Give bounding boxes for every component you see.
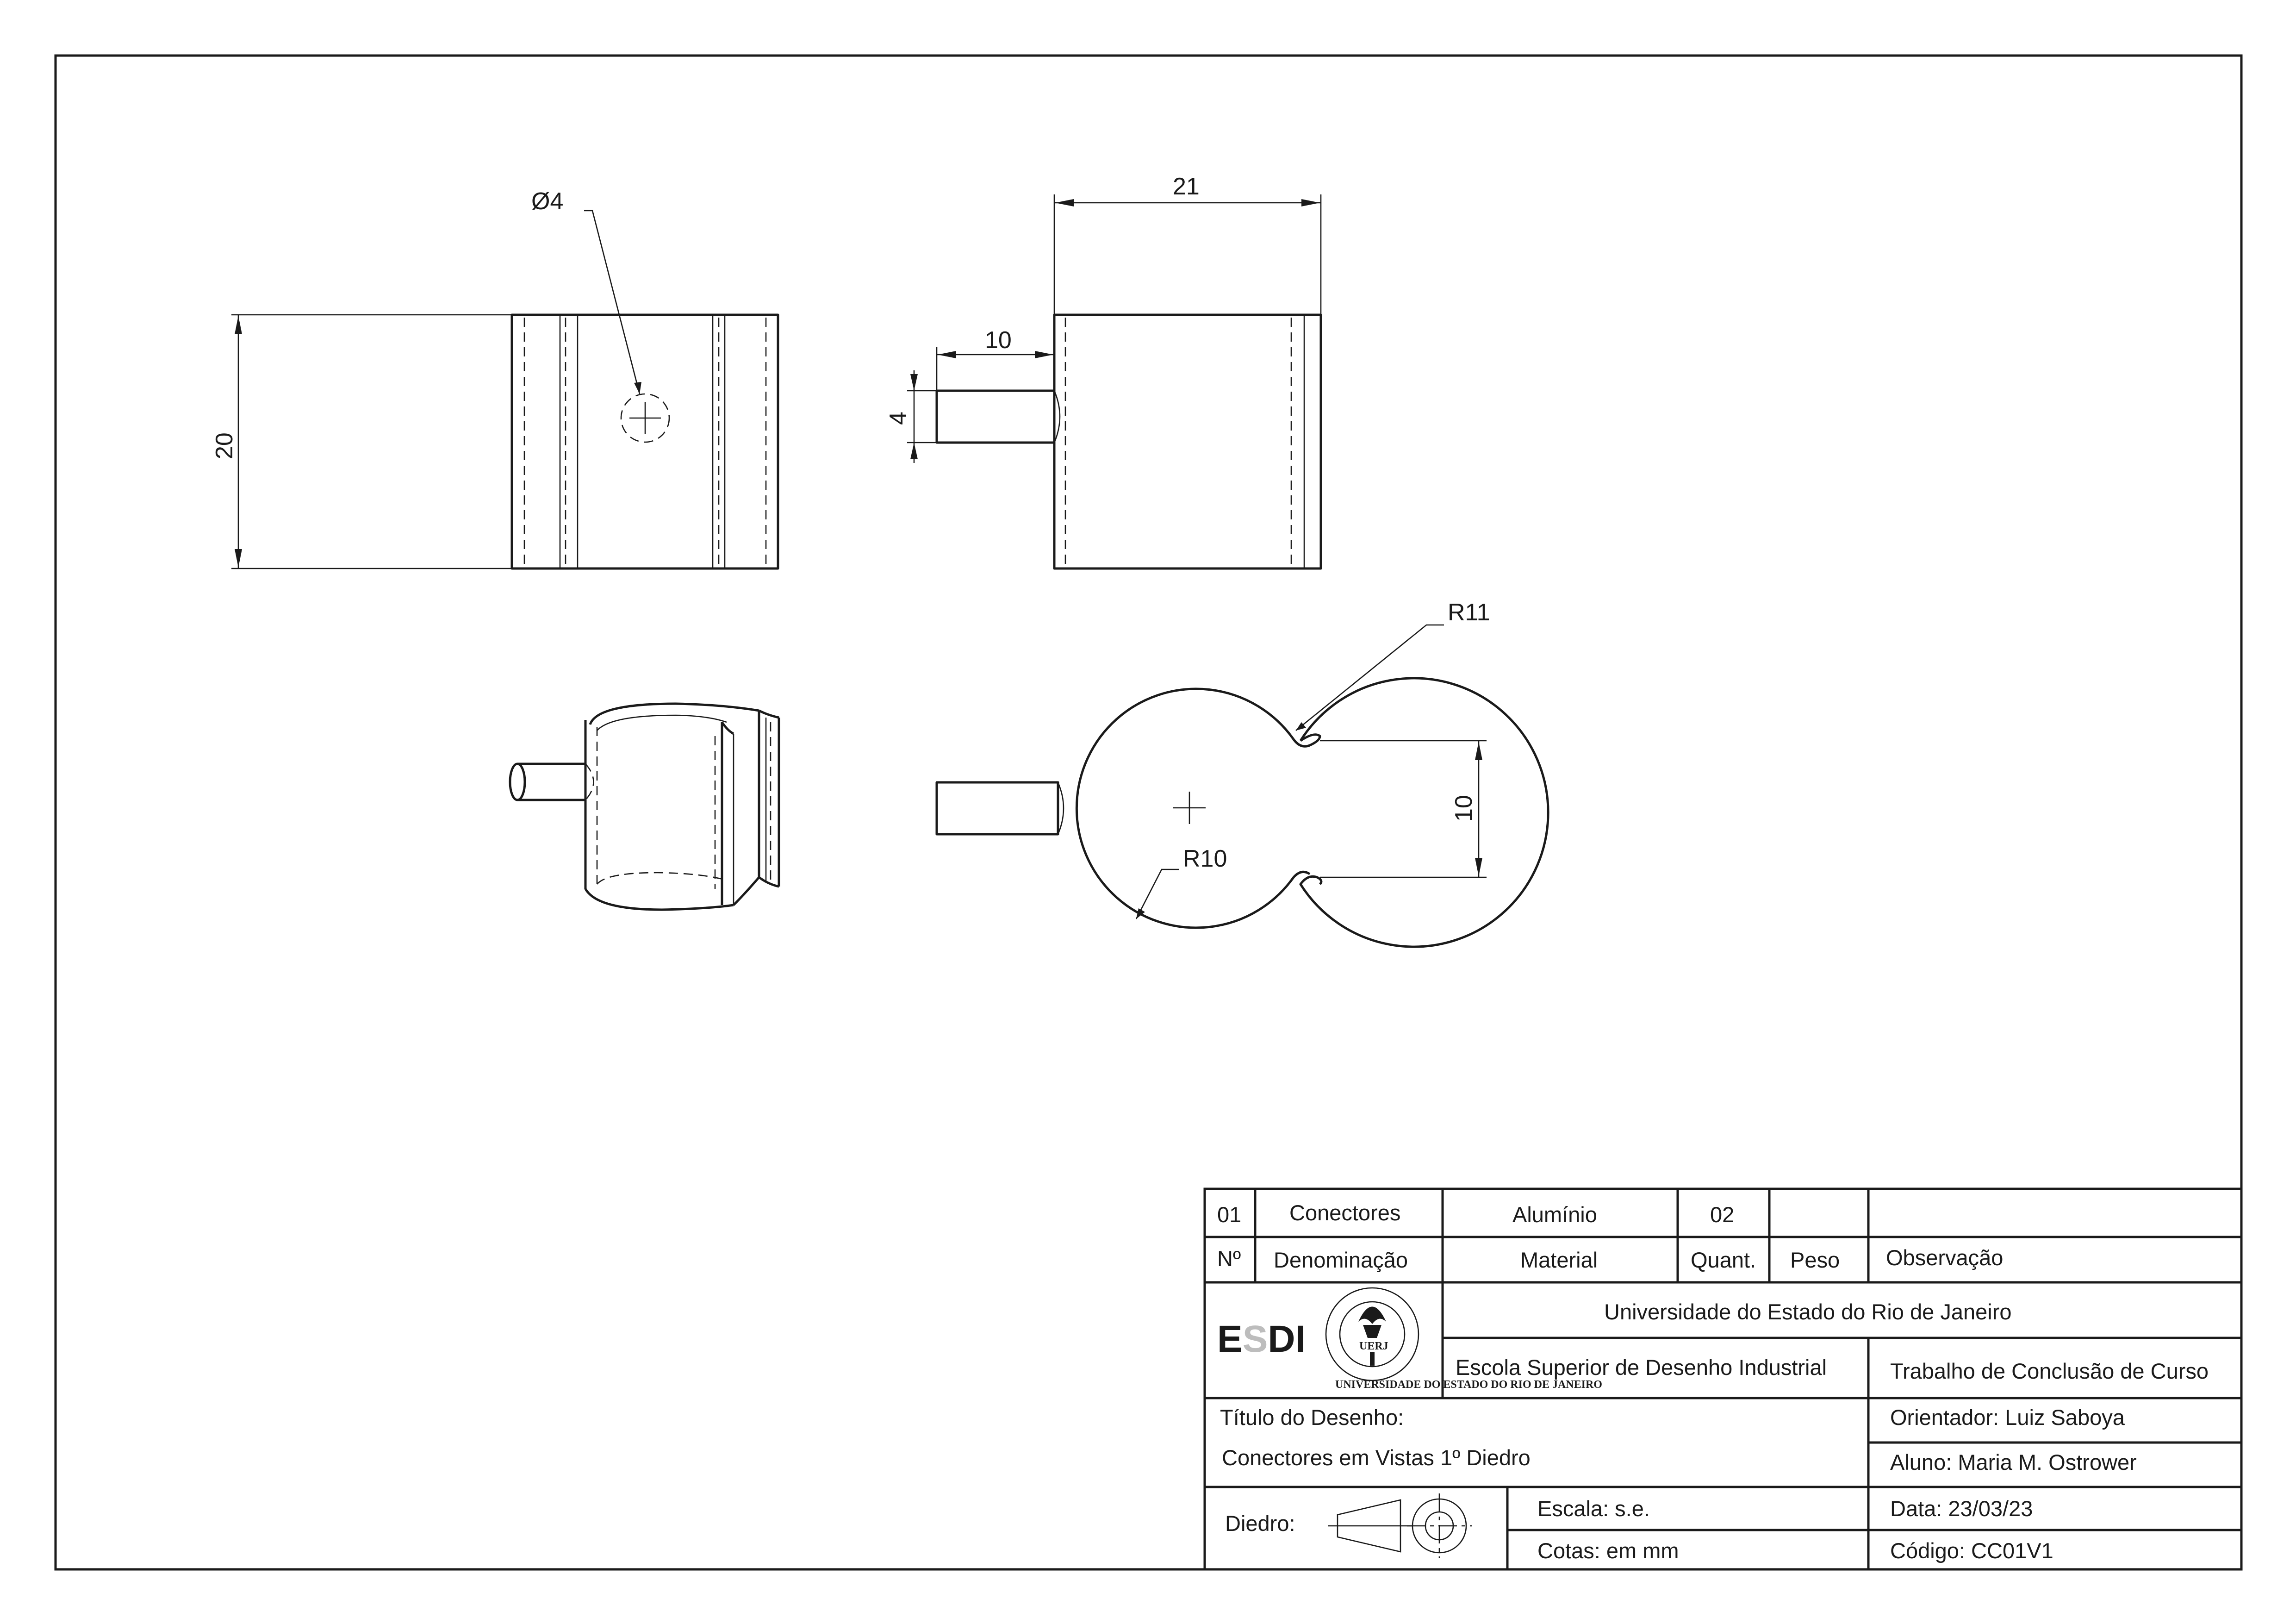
sheet-border (54, 54, 2243, 1571)
header-number: Nº (1217, 1246, 1241, 1271)
header-name: Denominação (1274, 1248, 1408, 1272)
advisor: Orientador: Luiz Saboya (1890, 1405, 2125, 1430)
dim-pin-diameter-4: 4 (885, 412, 912, 425)
student: Aluno: Maria M. Ostrower (1890, 1450, 2137, 1474)
side-pin (935, 389, 1056, 444)
isometric-view (509, 702, 780, 911)
side-view: 21 10 4 (885, 173, 1322, 570)
school-name: Escola Superior de Desenho Industrial (1456, 1355, 1827, 1380)
dim-radius-11: R11 (1448, 599, 1490, 626)
title-block: 01 Conectores Alumínio 02 Nº Denominação… (1203, 1187, 2243, 1571)
top-view: 10 R11 R10 (935, 599, 1549, 948)
dim-pin-length-10: 10 (985, 327, 1012, 354)
ring-inner (1075, 687, 1295, 929)
side-view-outline (1053, 313, 1322, 570)
first-angle-projection-symbol (1328, 1493, 1472, 1558)
header-quantity: Quant. (1691, 1248, 1756, 1272)
university-name: Universidade do Estado do Rio de Janeiro (1604, 1299, 2012, 1324)
dim-radius-10: R10 (1183, 845, 1227, 872)
svg-text:UERJ: UERJ (1359, 1340, 1388, 1352)
header-weight: Peso (1790, 1248, 1840, 1272)
part-number: 01 (1217, 1202, 1241, 1227)
svg-text:ESDI: ESDI (1217, 1318, 1306, 1360)
drawing-code: Código: CC01V1 (1890, 1538, 2053, 1563)
front-view: Ø4 20 (211, 188, 779, 570)
part-quantity: 02 (1710, 1202, 1734, 1227)
ring-outer (1299, 677, 1549, 948)
part-name: Conectores (1289, 1200, 1400, 1225)
front-view-outline (510, 313, 779, 570)
course-name: Trabalho de Conclusão de Curso (1890, 1359, 2209, 1383)
date: Data: 23/03/23 (1890, 1496, 2033, 1521)
dim-height-20: 20 (211, 432, 238, 459)
scale: Escala: s.e. (1537, 1496, 1650, 1521)
header-material: Material (1520, 1248, 1598, 1272)
drawing-title: Conectores em Vistas 1º Diedro (1222, 1445, 1531, 1470)
dihedral-label: Diedro: (1225, 1511, 1295, 1536)
pin-hole-circle (620, 393, 670, 443)
svg-text:UNIVERSIDADE DO ESTADO DO RIO: UNIVERSIDADE DO ESTADO DO RIO DE JANEIRO (1335, 1379, 1602, 1391)
dim-gap-10: 10 (1450, 795, 1477, 822)
dim-hole-diameter: Ø4 (531, 188, 563, 215)
units: Cotas: em mm (1537, 1538, 1679, 1563)
esdi-logo: ESDI (1217, 1318, 1306, 1360)
drawing-title-label: Título do Desenho: (1220, 1405, 1404, 1430)
top-pin (935, 781, 1059, 836)
header-notes: Observação (1886, 1245, 2003, 1270)
part-material: Alumínio (1512, 1202, 1597, 1227)
dim-width-21: 21 (1173, 173, 1200, 200)
uerj-seal: UERJ UNIVERSIDADE DO ESTADO DO RIO DE JA… (1325, 1287, 1602, 1391)
